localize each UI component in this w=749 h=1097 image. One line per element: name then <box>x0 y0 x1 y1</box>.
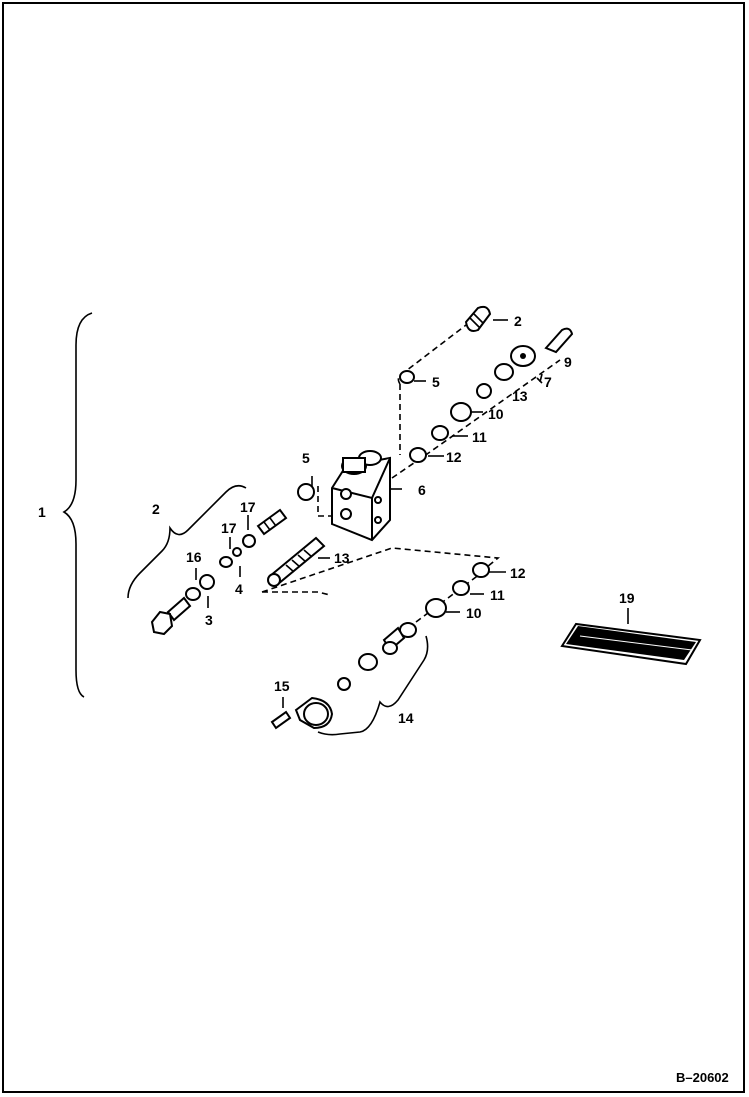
assembly-brace-1 <box>62 312 93 698</box>
spring-part-17 <box>256 508 288 536</box>
callout-5: 5 <box>302 450 310 466</box>
valve-body-part-6 <box>331 450 391 542</box>
bolt-part-15 <box>270 710 292 730</box>
callout-10: 10 <box>466 605 482 621</box>
o-ring-part-5-top <box>399 370 415 384</box>
callout-16: 16 <box>186 549 202 565</box>
callout-12: 12 <box>510 565 526 581</box>
ring-part-11-upper <box>431 425 449 441</box>
callout-12: 12 <box>446 449 462 465</box>
o-ring-part-8-upper <box>494 363 514 381</box>
seal-part-16 <box>185 587 201 601</box>
callout-2: 2 <box>514 313 522 329</box>
spring-part-14 <box>337 622 417 691</box>
group-brace-2 <box>127 484 247 599</box>
o-ring-part-12-upper <box>409 447 427 463</box>
seal-part-10-upper <box>450 402 472 422</box>
callout-14: 14 <box>398 710 414 726</box>
o-ring-part-5-left <box>297 483 315 501</box>
callout-17: 17 <box>240 499 256 515</box>
callout-11: 11 <box>472 429 487 445</box>
seal-part-10-lower <box>425 598 447 618</box>
ring-part-11-lower <box>452 580 470 596</box>
callout-13: 13 <box>334 550 350 566</box>
washer-part-17 <box>242 534 256 548</box>
decal-part-19 <box>560 622 702 666</box>
callout-15: 15 <box>274 678 290 694</box>
group-brace-14 <box>317 635 429 736</box>
callout-17: 17 <box>221 520 237 536</box>
seal-part-16-small <box>219 556 233 568</box>
o-ring-part-4 <box>199 574 215 590</box>
plug-part-7 <box>510 345 536 367</box>
callout-2: 2 <box>152 501 160 517</box>
callout-6: 6 <box>418 482 426 498</box>
callout-10: 10 <box>488 406 504 422</box>
plug-bolt-part-3 <box>150 596 192 636</box>
callout-9: 9 <box>564 354 572 370</box>
figure-reference: B–20602 <box>676 1070 729 1085</box>
o-ring-part-12-lower <box>472 562 490 578</box>
guide-line-upper-right <box>391 359 561 479</box>
callout-3: 3 <box>205 612 213 628</box>
o-ring-part-13-upper <box>476 383 492 399</box>
callout-7: 7 <box>544 374 552 390</box>
callout-11: 11 <box>490 587 505 603</box>
fitting-part-2 <box>464 305 492 332</box>
spool-part-13 <box>267 536 326 587</box>
callout-4: 4 <box>235 581 243 597</box>
guide-line-box <box>261 547 501 596</box>
callout-13: 13 <box>512 388 528 404</box>
ring-part-4-small <box>232 547 242 557</box>
callout-1: 1 <box>38 504 46 520</box>
end-cap-part-14 <box>294 696 334 730</box>
callout-19: 19 <box>619 590 635 606</box>
screw-part-9 <box>544 327 574 354</box>
callout-5: 5 <box>432 374 440 390</box>
